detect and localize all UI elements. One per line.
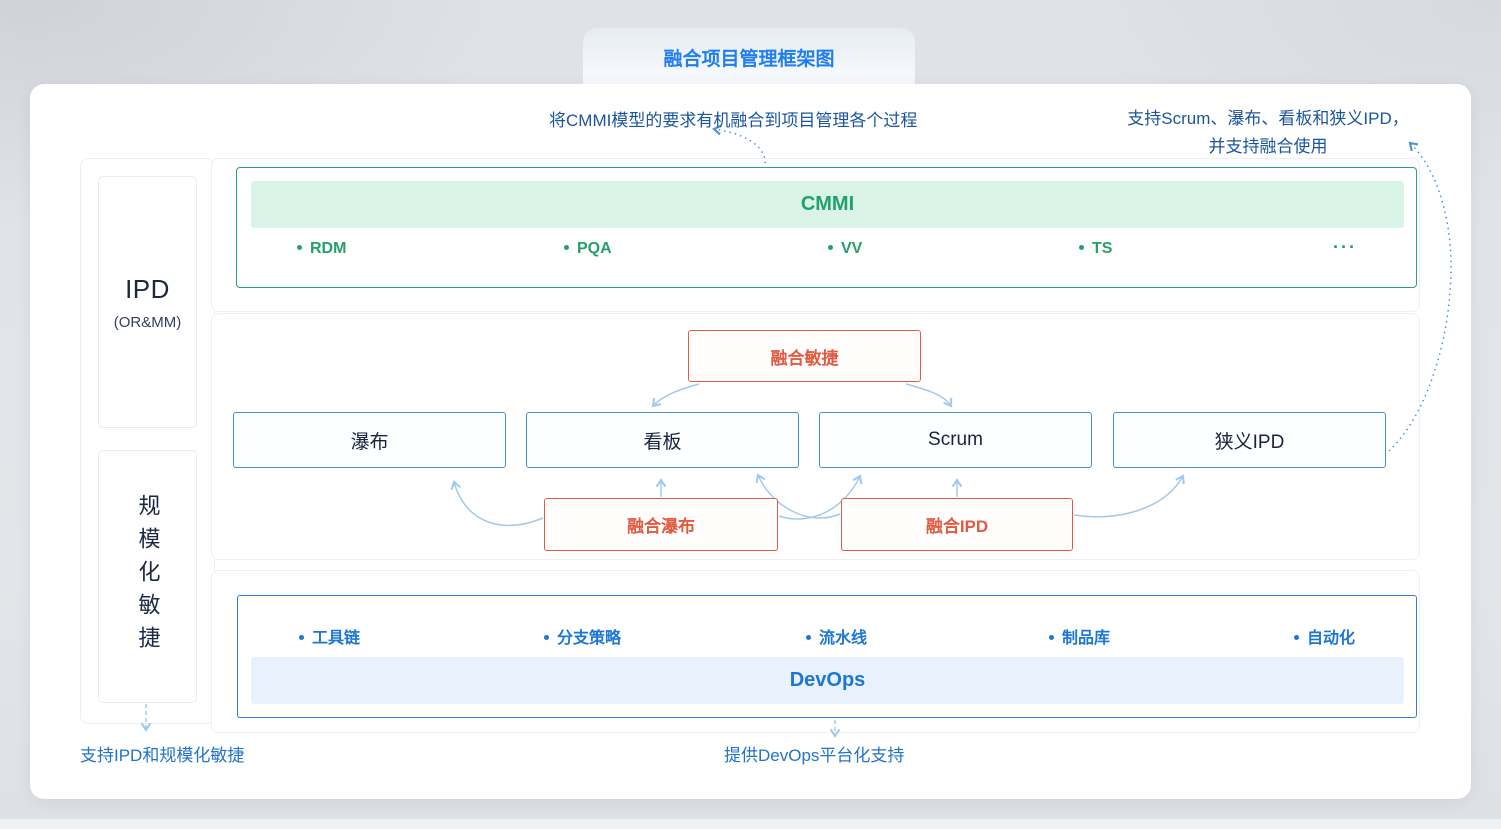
- left-column-caption: 支持IPD和规模化敏捷: [80, 746, 245, 765]
- method-box-kanban: 看板: [526, 412, 799, 468]
- background-bottom-strip: [0, 819, 1501, 829]
- bullet-dot-icon: [544, 635, 549, 640]
- ipd-box: IPD (OR&MM): [98, 176, 197, 428]
- fusion-waterfall-label: 融合瀑布: [627, 517, 695, 536]
- fusion-agile-box: 融合敏捷: [688, 330, 921, 382]
- fusion-waterfall-box: 融合瀑布: [544, 498, 778, 551]
- method-narrow-ipd-label: 狭义IPD: [1214, 431, 1285, 453]
- devops-title: DevOps: [789, 669, 866, 691]
- bullet-dot-icon: [806, 635, 811, 640]
- devops-title-band: DevOps: [251, 657, 1404, 704]
- scaled-agile-label: 规模化敏捷: [135, 494, 161, 659]
- method-scrum-label: Scrum: [928, 429, 983, 450]
- fusion-ipd-box: 融合IPD: [841, 498, 1073, 551]
- bullet-dot-icon: [1049, 635, 1054, 640]
- bullet-dot-icon: [297, 245, 302, 250]
- bullet-dot-icon: [1079, 245, 1084, 250]
- fusion-ipd-label: 融合IPD: [925, 517, 989, 536]
- cmmi-annotation: 将CMMI模型的要求有机融合到项目管理各个过程: [549, 111, 918, 130]
- method-box-waterfall: 瀑布: [233, 412, 506, 468]
- diagram-title-tab: 融合项目管理框架图: [583, 28, 915, 86]
- cmmi-item-rdm: RDM: [297, 240, 346, 258]
- cmmi-item-more: ···: [1333, 237, 1357, 257]
- bullet-dot-icon: [564, 245, 569, 250]
- method-waterfall-label: 瀑布: [350, 431, 389, 453]
- bullet-dot-icon: [828, 245, 833, 250]
- ipd-sublabel: (OR&MM): [113, 313, 182, 331]
- method-box-scrum: Scrum: [819, 412, 1092, 468]
- ipd-label: IPD: [125, 273, 170, 304]
- bullet-dot-icon: [299, 635, 304, 640]
- devops-item-pipeline: 流水线: [806, 624, 867, 648]
- devops-item-branch-strategy: 分支策略: [544, 624, 621, 648]
- cmmi-title-band: CMMI: [251, 181, 1404, 228]
- diagram-title: 融合项目管理框架图: [663, 48, 835, 70]
- methods-annotation-line2: 并支持融合使用: [1208, 137, 1328, 156]
- cmmi-title: CMMI: [800, 193, 855, 215]
- fusion-agile-label: 融合敏捷: [770, 348, 839, 368]
- devops-box: 工具链 分支策略 流水线 制品库 自动化 DevOps: [237, 595, 1417, 718]
- devops-caption: 提供DevOps平台化支持: [724, 746, 905, 765]
- cmmi-item-vv: VV: [828, 240, 862, 258]
- methods-annotation: 支持Scrum、瀑布、看板和狭义IPD， 并支持融合使用: [1118, 105, 1418, 161]
- cmmi-item-ts: TS: [1079, 240, 1112, 258]
- devops-item-toolchain: 工具链: [299, 624, 360, 648]
- bullet-dot-icon: [1294, 635, 1299, 640]
- cmmi-item-pqa: PQA: [564, 240, 612, 258]
- devops-item-artifact-repo: 制品库: [1049, 624, 1110, 648]
- scaled-agile-box: 规模化敏捷: [98, 450, 197, 703]
- method-box-narrow-ipd: 狭义IPD: [1113, 412, 1386, 468]
- cmmi-box: CMMI RDM PQA VV TS ···: [236, 167, 1417, 288]
- methods-annotation-line1: 支持Scrum、瀑布、看板和狭义IPD，: [1127, 109, 1409, 128]
- method-kanban-label: 看板: [643, 431, 682, 453]
- devops-item-automation: 自动化: [1294, 624, 1355, 648]
